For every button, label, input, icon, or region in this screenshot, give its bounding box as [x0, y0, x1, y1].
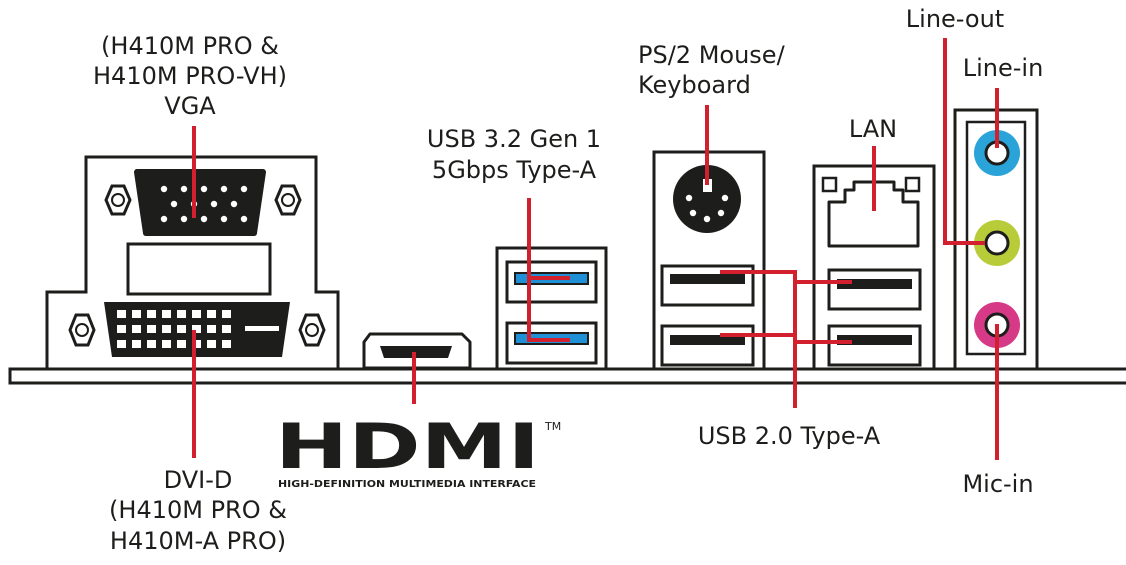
- ps2-label-line2: Keyboard: [638, 71, 751, 99]
- ps2-usb20-stack: [652, 150, 766, 371]
- lan-label: LAN: [849, 115, 897, 143]
- line-in-label: Line-in: [963, 54, 1044, 82]
- dvi-label-line1: DVI-D: [164, 466, 233, 494]
- usb32-port-stack: [495, 246, 608, 371]
- vga-knockout-slot: [126, 242, 272, 296]
- hdmi-port: [362, 332, 472, 370]
- io-shield-rail: [8, 367, 1126, 385]
- vga-screw-right: [274, 184, 302, 216]
- dvi-label-line2: (H410M PRO &: [109, 496, 287, 524]
- usb32-label-line1: USB 3.2 Gen 1: [427, 125, 601, 153]
- dvi-screw-right: [298, 313, 326, 347]
- audio-jack-stack: [953, 108, 1039, 371]
- usb20-label: USB 2.0 Type-A: [698, 422, 881, 450]
- dvi-screw-left: [68, 313, 96, 347]
- line-out-label: Line-out: [906, 5, 1004, 33]
- hdmi-logo-trademark: TM: [544, 420, 561, 433]
- leader-lines: [192, 38, 999, 460]
- leader-usb20: [720, 270, 852, 408]
- vga-label-line3: VGA: [164, 92, 216, 120]
- leader-usb32: [527, 198, 570, 342]
- dvi-label-line3: H410M-A PRO): [110, 527, 286, 555]
- vga-port: [134, 169, 266, 236]
- vga-label-line2: H410M PRO-VH): [93, 62, 287, 90]
- hdmi-logo-tagline: HIGH-DEFINITION MULTIMEDIA INTERFACE: [278, 479, 536, 490]
- hdmi-logo: HDMI TM HIGH-DEFINITION MULTIMEDIA INTER…: [275, 410, 561, 490]
- usb32-label-line2: 5Gbps Type-A: [432, 156, 597, 184]
- hdmi-logo-wordmark: HDMI: [275, 410, 540, 483]
- vga-screw-left: [104, 184, 132, 216]
- leader-line-out: [943, 38, 985, 245]
- mic-in-label: Mic-in: [962, 470, 1033, 498]
- vga-label-line1: (H410M PRO &: [101, 32, 279, 60]
- dvi-port: [104, 302, 290, 357]
- ps2-label-line1: PS/2 Mouse/: [638, 41, 786, 69]
